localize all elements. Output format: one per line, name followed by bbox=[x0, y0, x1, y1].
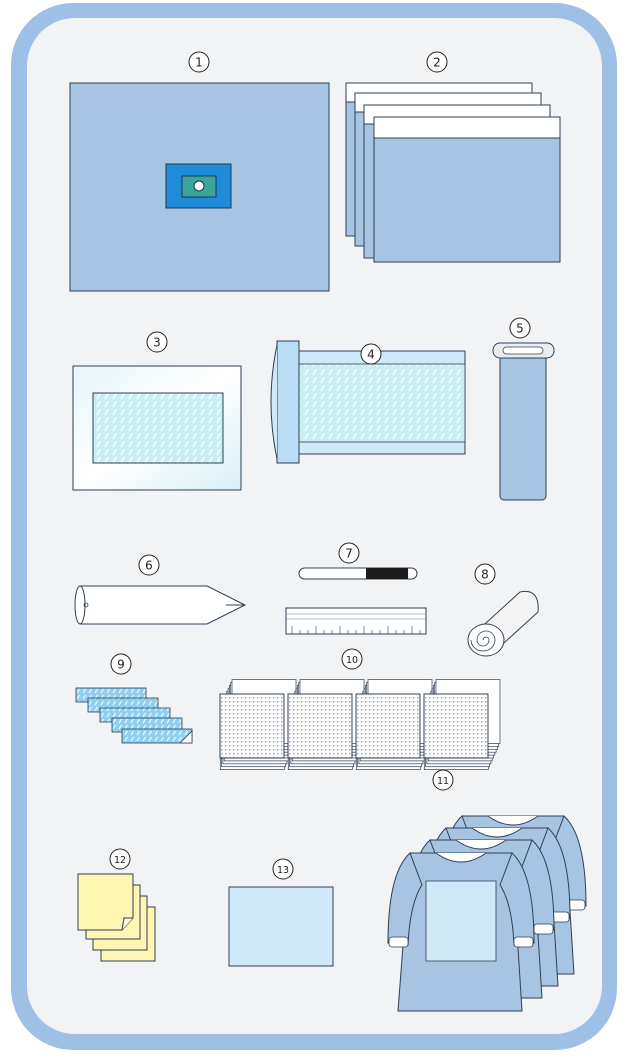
svg-text:3: 3 bbox=[153, 336, 161, 350]
item-number-13: 13 bbox=[273, 859, 293, 879]
fenestrated-drape-icon bbox=[70, 83, 329, 291]
svg-text:9: 9 bbox=[117, 658, 125, 672]
svg-text:10: 10 bbox=[346, 655, 358, 666]
drape-stack-icon bbox=[346, 83, 560, 262]
gauze-stack bbox=[356, 680, 432, 770]
cannula-icon bbox=[75, 586, 245, 624]
item-number-11: 11 bbox=[433, 770, 453, 790]
gauze-sponges-icon bbox=[220, 680, 500, 770]
item-number-7: 7 bbox=[339, 543, 359, 563]
gauze-stack bbox=[424, 680, 500, 770]
svg-text:4: 4 bbox=[367, 348, 375, 362]
item-number-4: 4 bbox=[361, 344, 381, 364]
svg-text:12: 12 bbox=[114, 855, 126, 866]
svg-text:11: 11 bbox=[437, 776, 449, 787]
gown bbox=[388, 853, 534, 1011]
incise-film-icon bbox=[73, 366, 241, 490]
item-number-9: 9 bbox=[111, 654, 131, 674]
item-number-8: 8 bbox=[475, 564, 495, 584]
gauze-stack bbox=[288, 680, 364, 770]
svg-text:13: 13 bbox=[277, 865, 289, 876]
item-number-3: 3 bbox=[147, 332, 167, 352]
gauze-stack bbox=[220, 680, 296, 770]
table-cover-icon bbox=[229, 887, 333, 966]
instrument-pouch-icon bbox=[493, 343, 554, 500]
svg-text:5: 5 bbox=[516, 322, 524, 336]
svg-text:8: 8 bbox=[481, 568, 489, 582]
svg-text:2: 2 bbox=[433, 56, 441, 70]
svg-text:7: 7 bbox=[345, 547, 353, 561]
item-number-6: 6 bbox=[139, 555, 159, 575]
item-number-10: 10 bbox=[342, 649, 362, 669]
svg-text:1: 1 bbox=[195, 56, 203, 70]
svg-text:6: 6 bbox=[145, 559, 153, 573]
item-number-1: 1 bbox=[189, 52, 209, 72]
item-number-5: 5 bbox=[510, 318, 530, 338]
item-number-12: 12 bbox=[110, 849, 130, 869]
item-number-2: 2 bbox=[427, 52, 447, 72]
